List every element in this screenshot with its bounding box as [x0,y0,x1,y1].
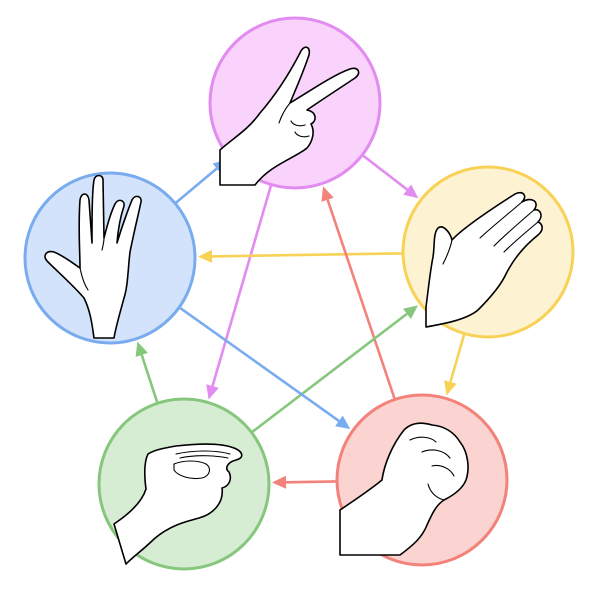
edges-layer [135,154,466,489]
arrow-line [179,306,340,422]
spock-hand-icon [44,174,142,339]
scissors-hand-icon [219,46,360,186]
arrow-scissors-to-lizard [206,185,273,400]
arrow-scissors-to-paper [362,154,419,199]
arrow-head [403,305,418,319]
node-rock [335,393,509,567]
arrow-paper-to-rock [444,334,466,396]
arrow-head [403,184,419,199]
arrow-line [211,252,403,258]
arrow-paper-to-spock [198,249,403,263]
node-scissors [208,16,382,190]
arrow-line [326,199,396,399]
arrow-rock-to-scissors [321,186,396,399]
arrow-line [285,480,337,484]
arrow-head [444,380,457,396]
arrow-head [206,384,219,400]
arrow-line [140,354,159,403]
arrow-rock-to-lizard [272,475,337,489]
arrow-head [335,415,351,429]
lizard-hand-icon [113,443,243,565]
arrow-line [362,154,409,191]
node-spock [23,171,197,345]
rock-hand-icon [339,422,469,556]
arrow-lizard-to-spock [135,341,159,403]
node-lizard [97,397,271,571]
arrow-head [272,475,287,489]
arrow-line [211,185,273,387]
arrow-line [251,312,408,433]
arrow-head [198,249,213,263]
arrow-head [135,341,148,357]
node-paper [401,165,575,339]
arrow-spock-to-rock [179,306,351,429]
paper-hand-icon [425,191,543,328]
arrow-line [449,334,466,383]
arrow-head [321,186,334,202]
arrow-lizard-to-paper [251,305,418,433]
arrow-line [175,167,218,204]
